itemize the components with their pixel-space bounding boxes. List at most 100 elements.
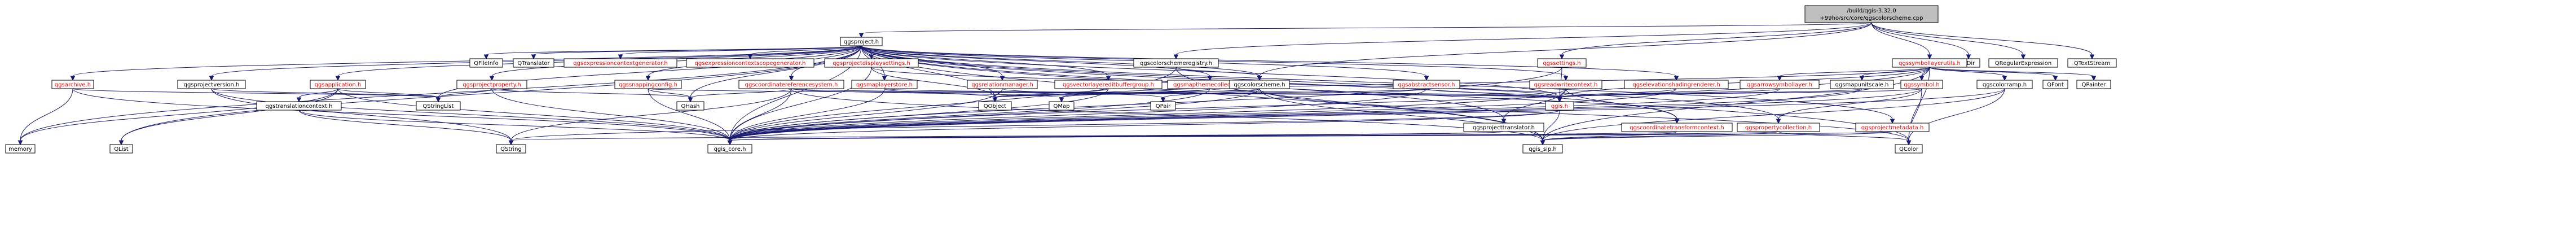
node-label: qgsmaplayerstore.h (856, 82, 913, 88)
node-label: qgsexpressioncontextgenerator.h (573, 60, 668, 67)
node-qtextstream[interactable]: QTextStream (2067, 58, 2117, 68)
node-qgsreadwritecontext[interactable]: qgsreadwritecontext.h (1529, 80, 1602, 89)
node-qhash[interactable]: QHash (676, 101, 704, 111)
node-qpainter[interactable]: QPainter (2076, 80, 2111, 89)
include-edge (861, 45, 1679, 81)
node-qgssymbollayerutils[interactable]: qgssymbollayerutils.h (1892, 58, 1967, 68)
node-label: qgssymbol.h (1904, 82, 1940, 88)
include-edge (1540, 131, 1893, 146)
node-qgsmapunitscale[interactable]: qgsmapunitscale.h (1830, 80, 1894, 89)
node-label: qgscolorramp.h (1983, 82, 2027, 88)
node-qmap[interactable]: QMap (1049, 101, 1075, 111)
node-qgsexpressioncontextgenerator[interactable]: qgsexpressioncontextgenerator.h (563, 58, 677, 68)
node-label: qgstranslationcontext.h (266, 103, 333, 110)
node-label: qgssettings.h (1543, 60, 1580, 67)
node-label: QTranslator (517, 60, 550, 67)
node-qgscolorscheme[interactable]: qgscolorscheme.h (1229, 80, 1290, 89)
node-qgsapplication[interactable]: qgsapplication.h (310, 80, 366, 89)
include-edge (17, 88, 338, 146)
node-qgsvectorlayereditbuffergroup[interactable]: qgsvectorlayereditbuffergroup.h (1054, 80, 1162, 89)
node-label: QFileInfo (474, 60, 499, 67)
node-label: qgsmapunitscale.h (1835, 82, 1889, 88)
include-edge (688, 88, 792, 103)
node-label: qgsreadwritecontext.h (1534, 82, 1598, 88)
node-label: qgscoordinatereferencesystem.h (745, 82, 838, 88)
node-label: qgsprojectmetadata.h (1861, 125, 1924, 131)
node-qgsprojecttranslator[interactable]: qgsprojecttranslator.h (1463, 123, 1544, 132)
node-label: qgsprojecttranslator.h (1473, 125, 1535, 131)
node-qgsprojectversion[interactable]: qgsprojectversion.h (177, 80, 246, 89)
include-edge (1778, 131, 1912, 146)
include-edge (72, 88, 441, 103)
node-qgis-core[interactable]: qgis_core.h (707, 144, 752, 154)
node-qgstranslationcontext[interactable]: qgstranslationcontext.h (256, 101, 342, 111)
node-label: qgsarchive.h (55, 82, 91, 88)
include-edge (337, 88, 733, 146)
node-qstringlist[interactable]: QStringList (416, 101, 461, 111)
node-qobject[interactable]: QObject (978, 101, 1012, 111)
node-qgsarchive[interactable]: qgsarchive.h (51, 80, 94, 89)
node-label: QColor (1899, 146, 1919, 152)
node-qregularexpression[interactable]: QRegularExpression (1988, 58, 2058, 68)
node-qfileinfo[interactable]: QFileInfo (469, 58, 503, 68)
include-edge (1929, 67, 2007, 81)
node-label: qgsprojectversion.h (184, 82, 240, 88)
node-label: QPair (1156, 103, 1171, 110)
include-edge (1929, 67, 2097, 81)
node-label: qgsprojectproperty.h (463, 82, 521, 88)
node-label: QTextStream (2074, 60, 2110, 67)
node-qgssnappingconfig[interactable]: qgssnappingconfig.h (614, 80, 682, 89)
include-edge (618, 45, 862, 60)
node-qgsrelationmanager[interactable]: qgsrelationmanager.h (967, 80, 1038, 89)
include-edge (1871, 22, 2095, 60)
include-edge (1175, 67, 1262, 81)
include-nodes: /build/qgis-3.32.0+99ho/src/core/qgscolo… (5, 5, 2117, 154)
node-qgsprojectproperty[interactable]: qgsprojectproperty.h (456, 80, 527, 89)
node-label: QHash (681, 103, 699, 110)
node-label: QFont (2047, 82, 2064, 88)
node-label: qgsapplication.h (315, 82, 362, 88)
node-qfont[interactable]: QFont (2042, 80, 2068, 89)
include-edge (1777, 67, 1930, 81)
node-qgis-sip[interactable]: qgis_sip.h (1522, 144, 1563, 154)
node-qgsabstractsensor[interactable]: qgsabstractsensor.h (1393, 80, 1460, 89)
node-qgs-h[interactable]: qgis.h (1545, 101, 1574, 111)
node-label: qgscolorscheme.h (1234, 82, 1285, 88)
node-label: qgselevationshadingrenderer.h (1632, 82, 1720, 88)
include-edge (118, 88, 338, 146)
node-qgsprojectdisplaysettings[interactable]: qgsprojectdisplaysettings.h (824, 58, 919, 68)
node-label: qgsmapthemecollection.h (1173, 82, 1247, 88)
include-edge (727, 88, 885, 146)
node-qtranslator[interactable]: QTranslator (513, 58, 554, 68)
node-label: qgsproject.h (844, 39, 879, 45)
node-qgssymbol[interactable]: qgssymbol.h (1900, 80, 1943, 89)
node-label: qgspropertycollection.h (1745, 125, 1812, 131)
node-qgsprojectmetadata[interactable]: qgsprojectmetadata.h (1855, 123, 1930, 132)
node-qgsmaplayerstore[interactable]: qgsmaplayerstore.h (851, 80, 918, 89)
node-qgsproject[interactable]: qgsproject.h (840, 37, 883, 46)
node-qgscolorschemeregistry[interactable]: qgscolorschemeregistry.h (1133, 58, 1219, 68)
node-qgsexpressioncontextscopegenerator[interactable]: qgsexpressioncontextscopegenerator.h (686, 58, 814, 68)
include-edge (1776, 88, 1922, 124)
node-qgselevationshadingrenderer[interactable]: qgselevationshadingrenderer.h (1624, 80, 1729, 89)
include-edge (1871, 22, 1971, 60)
node-qstring[interactable]: QString (496, 144, 526, 154)
node-qgscolorramp[interactable]: qgscolorramp.h (1976, 80, 2033, 89)
node-root[interactable]: /build/qgis-3.32.0+99ho/src/core/qgscolo… (1804, 5, 1939, 23)
node-qgssettings[interactable]: qgssettings.h (1537, 58, 1587, 68)
include-edge (1906, 88, 1922, 146)
node-memory[interactable]: memory (5, 144, 36, 154)
node-label: QString (500, 146, 522, 152)
node-qgscoordinatereferencesystem[interactable]: qgscoordinatereferencesystem.h (738, 80, 844, 89)
node-qgspropertycollection[interactable]: qgspropertycollection.h (1737, 123, 1820, 132)
node-qcolor[interactable]: QColor (1895, 144, 1923, 154)
node-label: qgsprojectdisplaysettings.h (833, 60, 910, 67)
node-label: qgis.h (1551, 103, 1568, 110)
node-qlist[interactable]: QList (109, 144, 133, 154)
node-label: qgssymbollayerutils.h (1899, 60, 1961, 67)
node-label: qgscolorschemeregistry.h (1140, 60, 1212, 67)
node-qgsarrowsymbollayer[interactable]: qgsarrowsymbollayer.h (1740, 80, 1820, 89)
node-qgscoordinatetransformcontext[interactable]: qgscoordinatetransformcontext.h (1621, 123, 1733, 132)
node-qpair[interactable]: QPair (1150, 101, 1176, 111)
